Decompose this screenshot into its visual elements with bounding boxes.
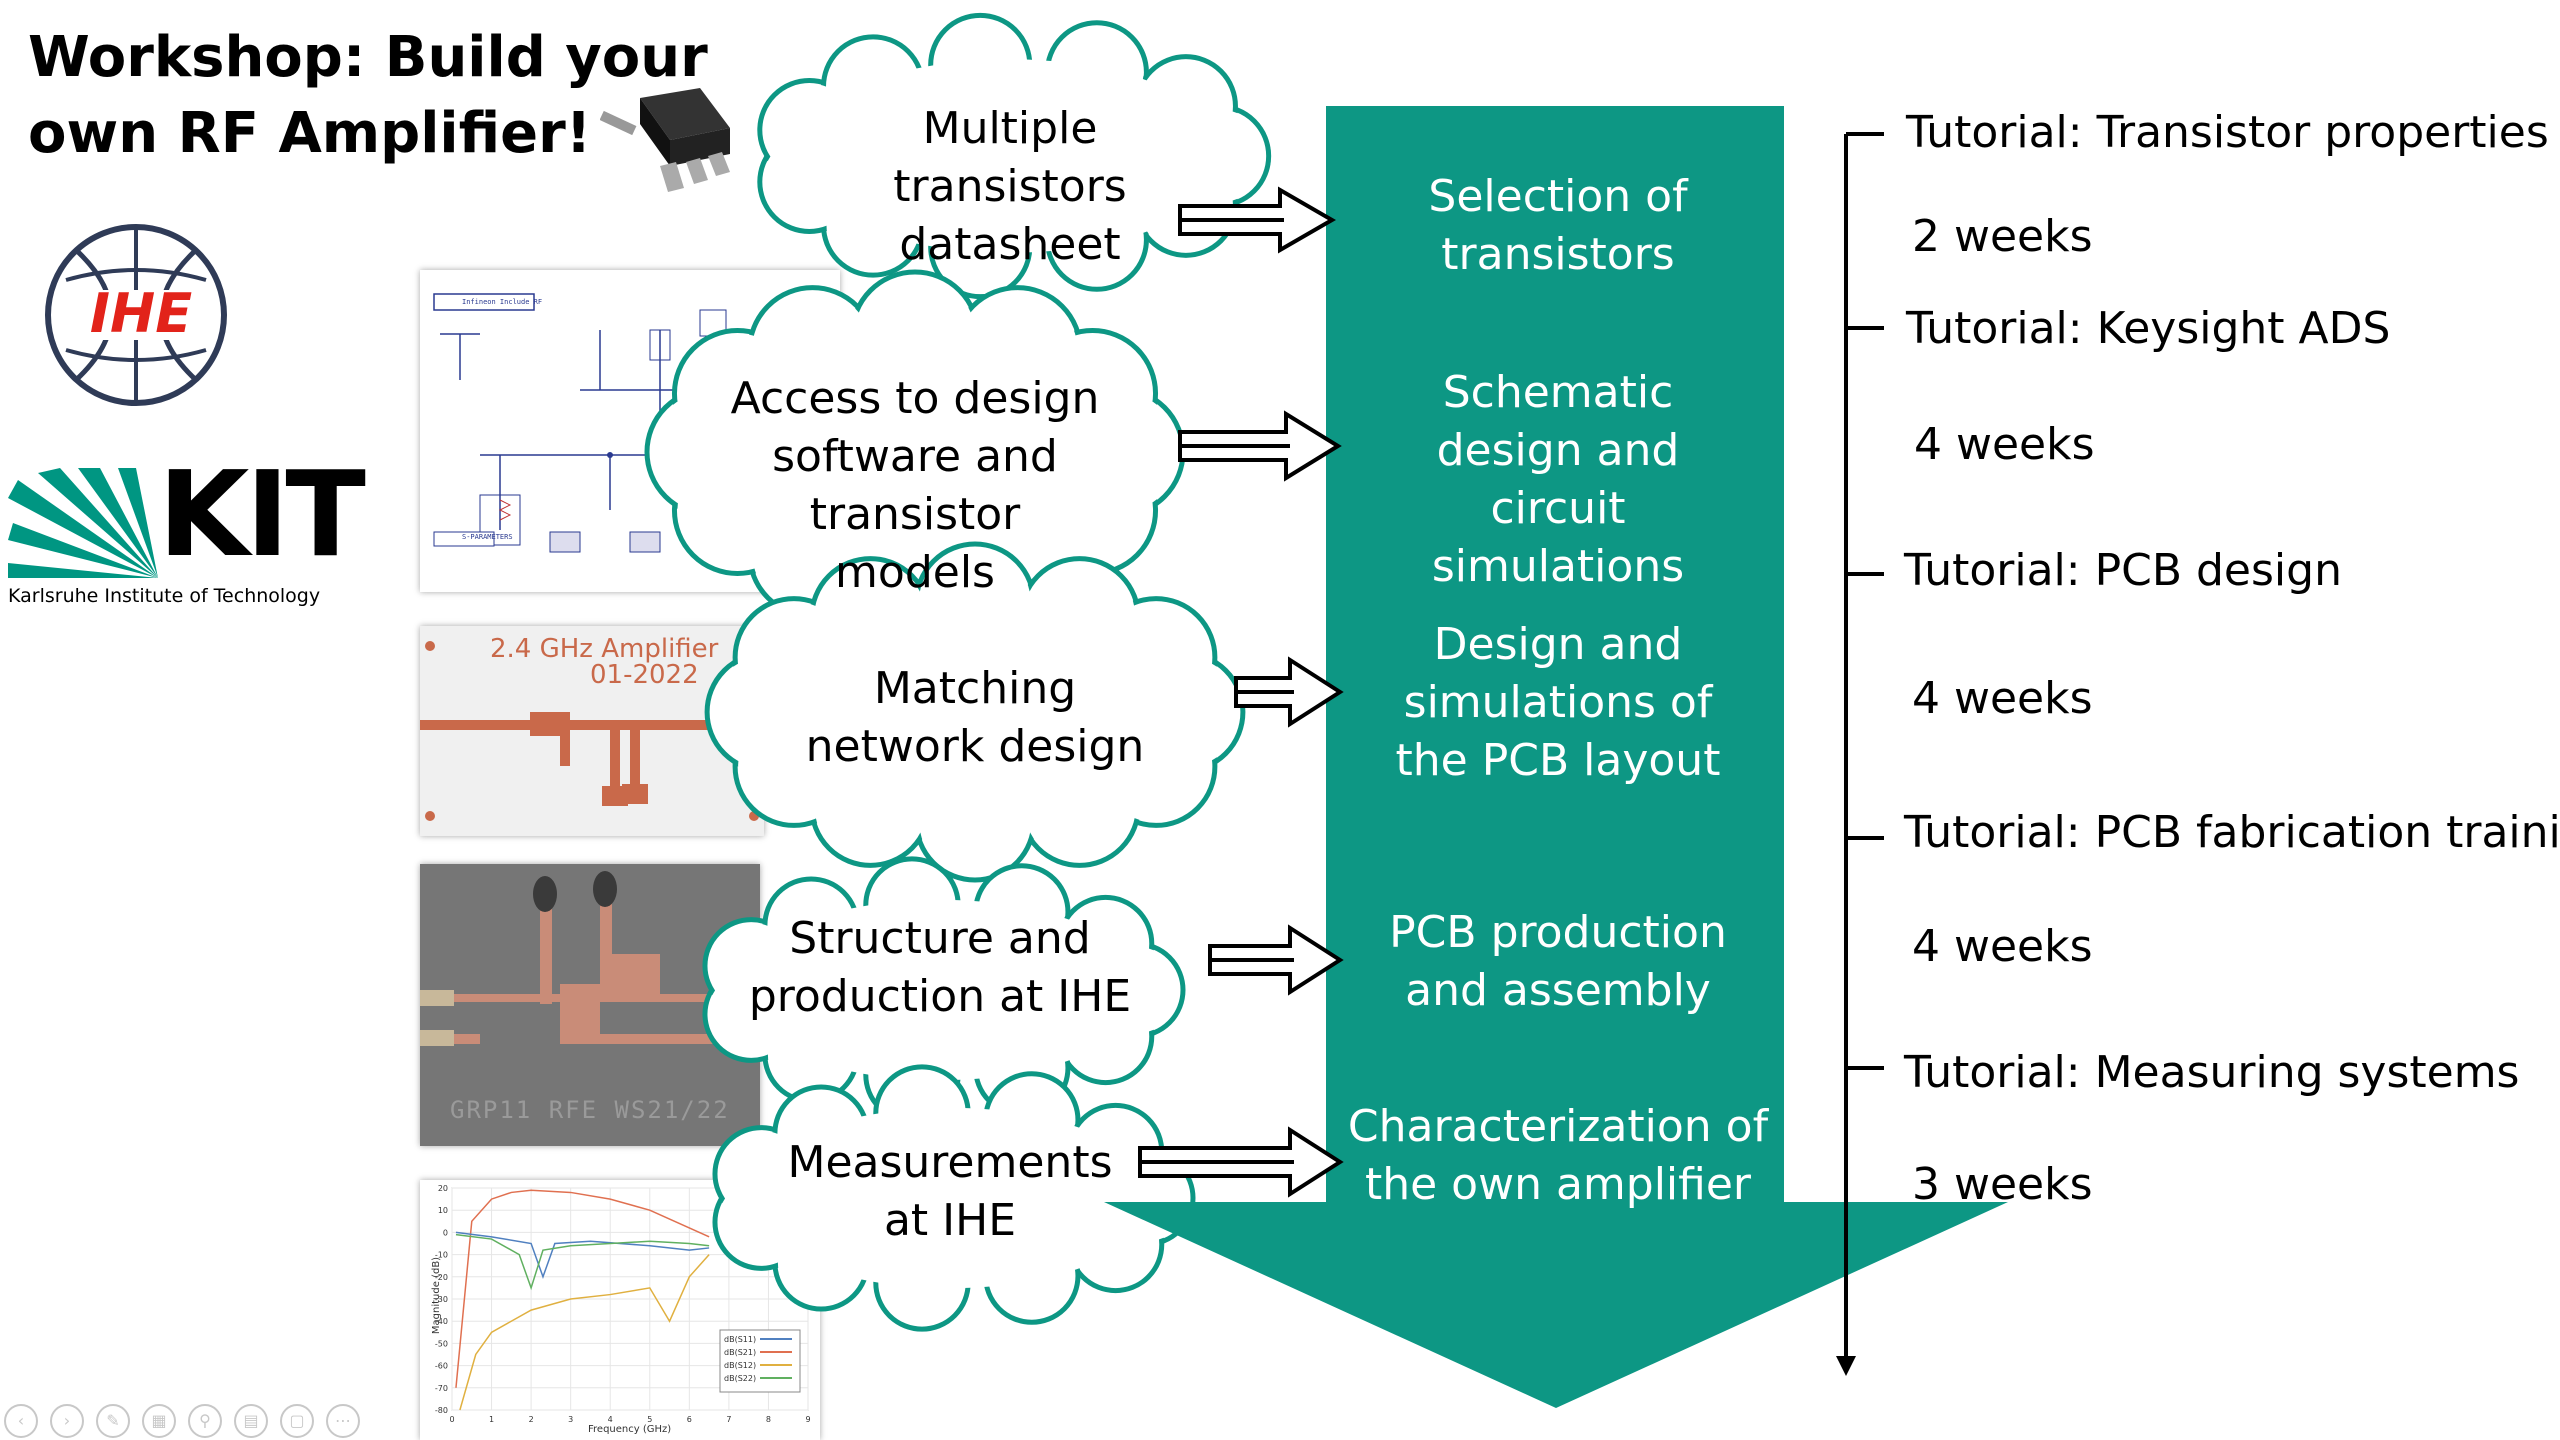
connector-arrow-3	[1234, 656, 1344, 728]
tutorial-label-pcb-fabrication: Tutorial: PCB fabrication training	[1904, 807, 2560, 858]
ihe-logo: IHE	[36, 220, 236, 410]
connector-arrow-2	[1178, 410, 1342, 482]
duration-label-4: 4 weeks	[1912, 921, 2093, 972]
cloud-label-design-software: Access to design software and transistor…	[730, 373, 1100, 598]
trace-s22	[455, 1233, 710, 1291]
plot-xtick-label: 4	[608, 1415, 613, 1424]
stage-label-production: PCB production and assembly	[1389, 907, 1727, 1016]
plot-xtick-label: 5	[647, 1415, 652, 1424]
pcb-layout-thumbnail: 2.4 GHz Amplifier 01-2022	[420, 626, 764, 836]
plot-xtick-label: 8	[766, 1415, 771, 1424]
plot-xtick-label: 9	[805, 1415, 810, 1424]
subtitles-icon[interactable]: ▤	[234, 1404, 268, 1438]
plot-xlabel: Frequency (GHz)	[588, 1424, 672, 1435]
plot-ytick-label: -50	[435, 1339, 448, 1348]
stage-label-characterization: Characterization of the own amplifier	[1347, 1101, 1769, 1210]
duration-label-2: 4 weeks	[1914, 419, 2095, 470]
cloud-label-structure-production: Structure and production at IHE	[748, 913, 1132, 1022]
kit-logo: KIT Karlsruhe Institute of Technology	[8, 454, 366, 618]
slide-title: Workshop: Build your own RF Amplifier!	[28, 25, 708, 166]
plot-ytick-label: -60	[435, 1362, 448, 1371]
plot-ytick-label: 10	[438, 1206, 448, 1215]
kit-subtitle: Karlsruhe Institute of Technology	[8, 585, 321, 607]
cloud-design-software	[644, 269, 1186, 635]
duration-label-3: 4 weeks	[1912, 673, 2093, 724]
plot-legend-label: dB(S12)	[724, 1361, 756, 1370]
stage-label-schematic: Schematic design and circuit simulations	[1431, 367, 1685, 592]
layout-date: 01-2022	[590, 660, 699, 690]
plot-legend-label: dB(S21)	[724, 1348, 756, 1357]
tutorial-label-transistor: Tutorial: Transistor properties	[1906, 107, 2549, 158]
tutorial-label-measuring: Tutorial: Measuring systems	[1904, 1047, 2520, 1098]
transistor-chip-image	[599, 88, 740, 208]
pen-icon[interactable]: ✎	[96, 1404, 130, 1438]
plot-ytick-label: -30	[435, 1295, 448, 1304]
timeline-arrowhead	[1836, 1356, 1856, 1376]
more-options-icon[interactable]: ⋯	[326, 1404, 360, 1438]
ihe-logo-text: IHE	[89, 282, 193, 345]
connector-arrow-5	[1138, 1126, 1344, 1198]
plot-ytick-label: 20	[438, 1184, 448, 1193]
cloud-label-datasheet: Multiple transistors datasheet	[893, 103, 1127, 270]
plot-ytick-label: -80	[435, 1406, 448, 1415]
duration-label-5: 3 weeks	[1912, 1159, 2093, 1210]
kit-logo-text: KIT	[158, 445, 366, 583]
schematic-header-text: Infineon Include RF	[462, 298, 543, 306]
plot-ytick-label: -10	[435, 1251, 448, 1260]
trace-s21	[455, 1189, 710, 1388]
plot-xtick-label: 2	[529, 1415, 534, 1424]
plot-xtick-label: 6	[687, 1415, 692, 1424]
next-slide-icon[interactable]: ›	[50, 1404, 84, 1438]
screen-icon[interactable]: ▢	[280, 1404, 314, 1438]
cloud-matching-network	[704, 541, 1246, 883]
plot-ytick-label: -40	[435, 1317, 448, 1326]
cloud-measurements	[712, 1064, 1196, 1332]
cloud-label-measurements: Measurements at IHE	[787, 1137, 1113, 1246]
pcb-photo-thumbnail: GRP11 RFE WS21/22	[420, 864, 760, 1146]
connector-arrow-1	[1178, 186, 1337, 254]
plot-xtick-label: 3	[568, 1415, 573, 1424]
trace-s11	[455, 1231, 710, 1280]
stage-label-pcb-design: Design and simulations of the PCB layout	[1395, 619, 1721, 786]
pcb-engraving-text: GRP11 RFE WS21/22	[450, 1096, 730, 1124]
previous-slide-icon[interactable]: ‹	[4, 1404, 38, 1438]
zoom-icon[interactable]: ⚲	[188, 1404, 222, 1438]
plot-xtick-label: 1	[489, 1415, 494, 1424]
plot-xtick-label: 7	[726, 1415, 731, 1424]
connector-arrow-4	[1208, 924, 1344, 996]
plot-ytick-label: -20	[435, 1273, 448, 1282]
plot-xtick-label: 0	[449, 1415, 454, 1424]
slides-overview-icon[interactable]: ▦	[142, 1404, 176, 1438]
plot-legend	[719, 1329, 801, 1393]
stage-label-selection: Selection of transistors	[1428, 171, 1688, 280]
plot-ytick-label: 0	[443, 1228, 448, 1237]
tutorial-label-pcb-design: Tutorial: PCB design	[1904, 545, 2342, 596]
plot-legend-label: dB(S22)	[724, 1374, 756, 1383]
trace-s12	[459, 1254, 710, 1411]
duration-label-1: 2 weeks	[1912, 211, 2093, 262]
cloud-label-matching-network: Matching network design	[805, 663, 1145, 772]
schematic-sparams-text: S-PARAMETERS	[462, 533, 513, 541]
layout-title: 2.4 GHz Amplifier	[490, 634, 719, 664]
plot-ytick-label: -70	[435, 1384, 448, 1393]
plot-legend-label: dB(S11)	[724, 1335, 756, 1344]
tutorial-label-ads: Tutorial: Keysight ADS	[1906, 303, 2391, 354]
cloud-structure-production	[702, 856, 1186, 1124]
process-arrow-shape	[1104, 106, 2008, 1408]
